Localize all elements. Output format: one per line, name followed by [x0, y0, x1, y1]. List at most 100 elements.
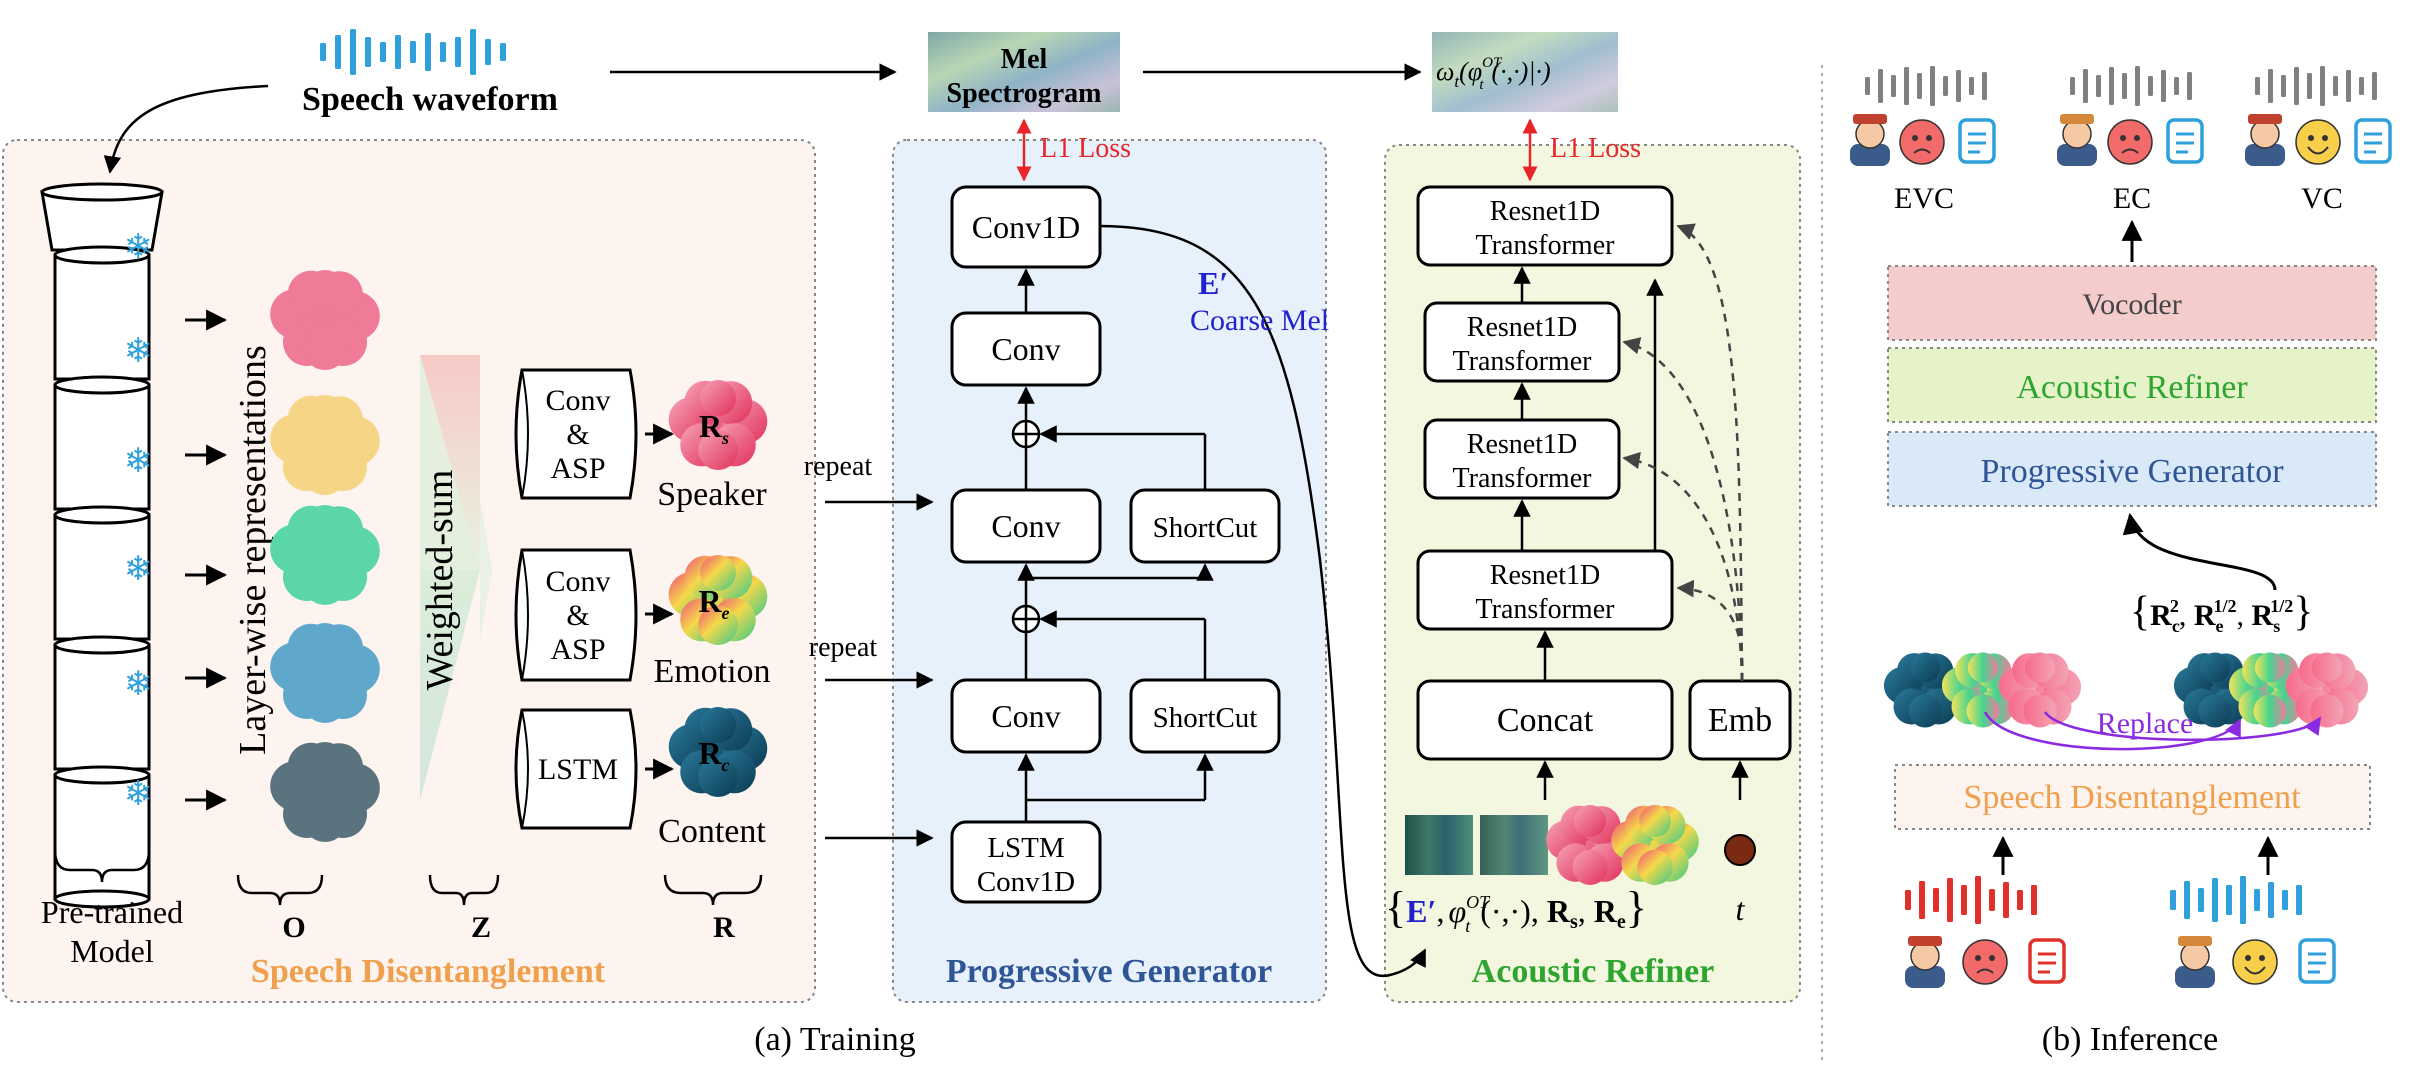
snowflake-icon: ❄ — [124, 664, 153, 704]
training-caption: (a) Training — [754, 1021, 916, 1058]
inf-progressive-generator-label: Progressive Generator — [1980, 453, 2284, 490]
l1-loss-label-pg: L1 Loss — [1040, 133, 1131, 164]
happy-face-icon — [2295, 119, 2341, 165]
pretrained-model-label-1: Pre-trained — [41, 894, 183, 930]
e-prime-label: E′ — [1198, 265, 1228, 301]
ar-input-cloud-emotion — [1611, 805, 1699, 886]
waveform-bar — [2372, 72, 2377, 100]
waveform-bar — [2268, 882, 2274, 918]
inference-formula: {Rc2, Re1/2, Rs1/2} — [2130, 589, 2313, 636]
pg-shortcut-label-mid: ShortCut — [1153, 512, 1258, 544]
time-step-dot — [1724, 834, 1756, 866]
r-label: R — [713, 911, 735, 944]
ar-block-2-l2: Transformer — [1453, 463, 1593, 494]
waveform-bar — [2017, 890, 2023, 910]
layerwise-representations-label: Layer-wise representations — [232, 345, 274, 755]
waveform-bar — [2122, 73, 2127, 99]
inf-vocoder-box — [1887, 265, 2377, 341]
task-label-evc: EVC — [1894, 182, 1954, 215]
reference-document-icon — [2298, 938, 2336, 984]
snowflake-icon: ❄ — [124, 441, 153, 481]
coarse-mel-curve — [1099, 224, 1427, 978]
waveform-bar — [2198, 888, 2204, 912]
representation-cloud — [270, 623, 380, 723]
angry-face-icon — [1899, 119, 1945, 165]
waveform-bar — [2187, 72, 2192, 100]
waveform-bar — [1961, 885, 1967, 915]
arrow-waveform-to-model — [103, 84, 269, 174]
pg-shortcut-label-low: ShortCut — [1153, 702, 1258, 734]
pg-conv1d-label: Conv1D — [972, 209, 1080, 245]
ar-emb-box — [1688, 679, 1792, 761]
ar-block-1-l2: Transformer — [1476, 594, 1616, 625]
waveform-bar — [2031, 885, 2037, 915]
pg-conv-label-top: Conv — [991, 331, 1060, 367]
l1-loss-label-ar: L1 Loss — [1550, 133, 1641, 164]
waveform-bar — [1989, 889, 1995, 911]
ref-speaker-cloud — [2285, 652, 2369, 728]
waveform-bar — [1917, 73, 1922, 99]
speech-disentanglement-title: Speech Disentanglement — [251, 953, 606, 990]
disentangle-module: Conv&ASP — [514, 368, 638, 500]
waveform-bar — [2212, 878, 2218, 922]
waveform-bar — [2268, 69, 2273, 103]
snowflake-icon: ❄ — [124, 331, 153, 371]
r-name-emotion: Emotion — [653, 653, 770, 690]
repeat-label-2: repeat — [809, 632, 878, 663]
reference-happy-face-icon — [2232, 939, 2278, 985]
representation-cloud — [270, 270, 380, 370]
waveform-bar — [2083, 69, 2088, 103]
waveform-bar — [1933, 888, 1939, 912]
pg-lstm-label-1: LSTM — [987, 832, 1064, 864]
mel-label-line1: Mel — [1001, 44, 1048, 75]
waveform-bar — [1878, 69, 1883, 103]
representation-cloud — [270, 395, 380, 495]
module-label: Conv — [545, 384, 610, 417]
snowflake-icon: ❄ — [124, 227, 153, 267]
inf-acoustic-refiner-box — [1887, 347, 2377, 423]
replace-arrow-2 — [2043, 711, 2322, 741]
waveform-bar — [455, 37, 461, 67]
waveform-bar — [2109, 67, 2114, 105]
waveform-bar — [395, 35, 401, 69]
waveform-bar — [2148, 76, 2153, 96]
ar-block-1 — [1416, 549, 1674, 631]
source-emotion-cloud — [1941, 652, 2025, 728]
ar-emb-label: Emb — [1708, 702, 1772, 739]
waveform-bar — [1943, 76, 1948, 96]
module-label: ASP — [550, 633, 605, 666]
source-angry-face-icon — [1962, 939, 2008, 985]
waveform-bar — [500, 43, 506, 61]
waveform-bar — [2070, 77, 2075, 95]
pg-blocks — [950, 185, 1281, 904]
weighted-sum-block — [420, 355, 492, 800]
ref-content-cloud — [2173, 652, 2257, 728]
ar-block-4 — [1416, 185, 1674, 267]
waveform-bar — [2174, 77, 2179, 95]
weighted-sum-label: Weighted-sum — [419, 470, 461, 691]
speaker-icon — [2057, 114, 2097, 166]
mel-spectrogram-image — [928, 32, 1120, 112]
mel-label-line2: Spectrogram — [947, 78, 1102, 109]
waveform-bar — [1975, 876, 1981, 924]
waveform-bar — [2161, 70, 2166, 102]
waveform-bar — [2320, 66, 2325, 106]
ar-input-spectrogram-2 — [1480, 815, 1548, 875]
waveform-bar — [320, 43, 326, 61]
module-label: ASP — [550, 452, 605, 485]
r-cloud-content — [668, 707, 768, 797]
pg-conv-label-mid: Conv — [991, 508, 1060, 544]
ar-time-label: t — [1736, 891, 1746, 927]
waveform-bar — [2333, 76, 2338, 96]
ar-block-4-l1: Resnet1D — [1490, 196, 1600, 227]
ar-connectors — [1513, 266, 1749, 800]
module-label: LSTM — [538, 753, 618, 786]
ar-input-clouds — [1546, 805, 1699, 886]
snowflake-icon: ❄ — [124, 549, 153, 589]
inf-vocoder-label: Vocoder — [2082, 288, 2181, 321]
